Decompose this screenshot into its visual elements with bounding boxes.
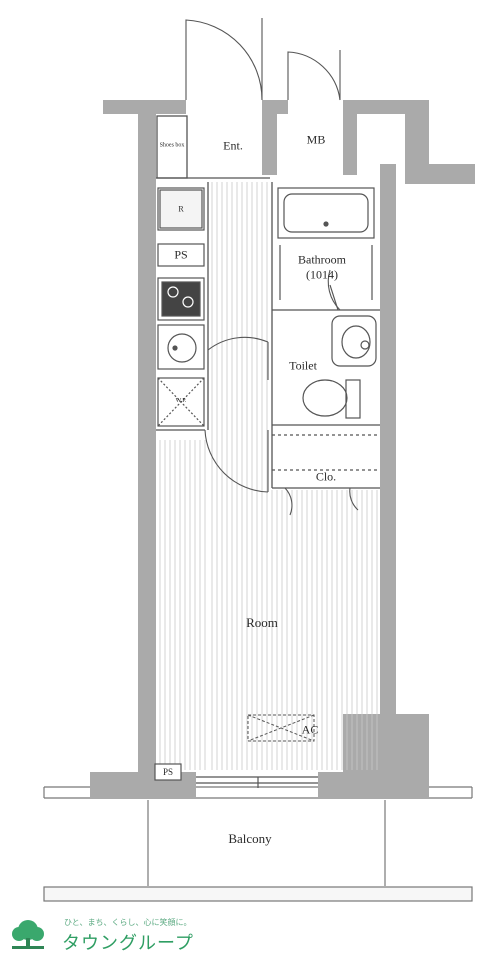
floor-hatching — [159, 182, 378, 770]
closet-label: Clo. — [315, 469, 337, 484]
interior-lines — [156, 115, 380, 489]
logo-tagline: ひと、まち、くらし、心に笑顔に。 — [64, 918, 192, 927]
bathroom-label: Bathroom — [298, 252, 346, 267]
shoe-box-label: Shoes box — [159, 142, 185, 149]
refrigerator-label: R — [178, 204, 184, 214]
doors — [185, 18, 359, 516]
kitchen-fixtures — [157, 187, 205, 427]
meter-box-label: MB — [306, 132, 326, 147]
bathroom-size-label: (1014) — [306, 267, 338, 282]
pipe-space-bottom-label: PS — [162, 767, 174, 777]
aircon-symbol — [247, 714, 315, 742]
entrance-label: Ent. — [223, 138, 243, 153]
room-label: Room — [246, 615, 278, 630]
toilet-label: Toilet — [289, 358, 317, 373]
balcony-label: Balcony — [228, 831, 272, 846]
bath-fixtures — [277, 187, 377, 419]
walls — [90, 100, 475, 799]
tree-logo-icon — [6, 916, 50, 954]
pipe-space-top-label: PS — [174, 247, 188, 262]
aircon-label: AC — [301, 722, 319, 737]
washer-label: W.P. — [175, 398, 187, 404]
balcony-sash — [154, 763, 318, 788]
logo-name: タウングループ — [62, 933, 194, 954]
